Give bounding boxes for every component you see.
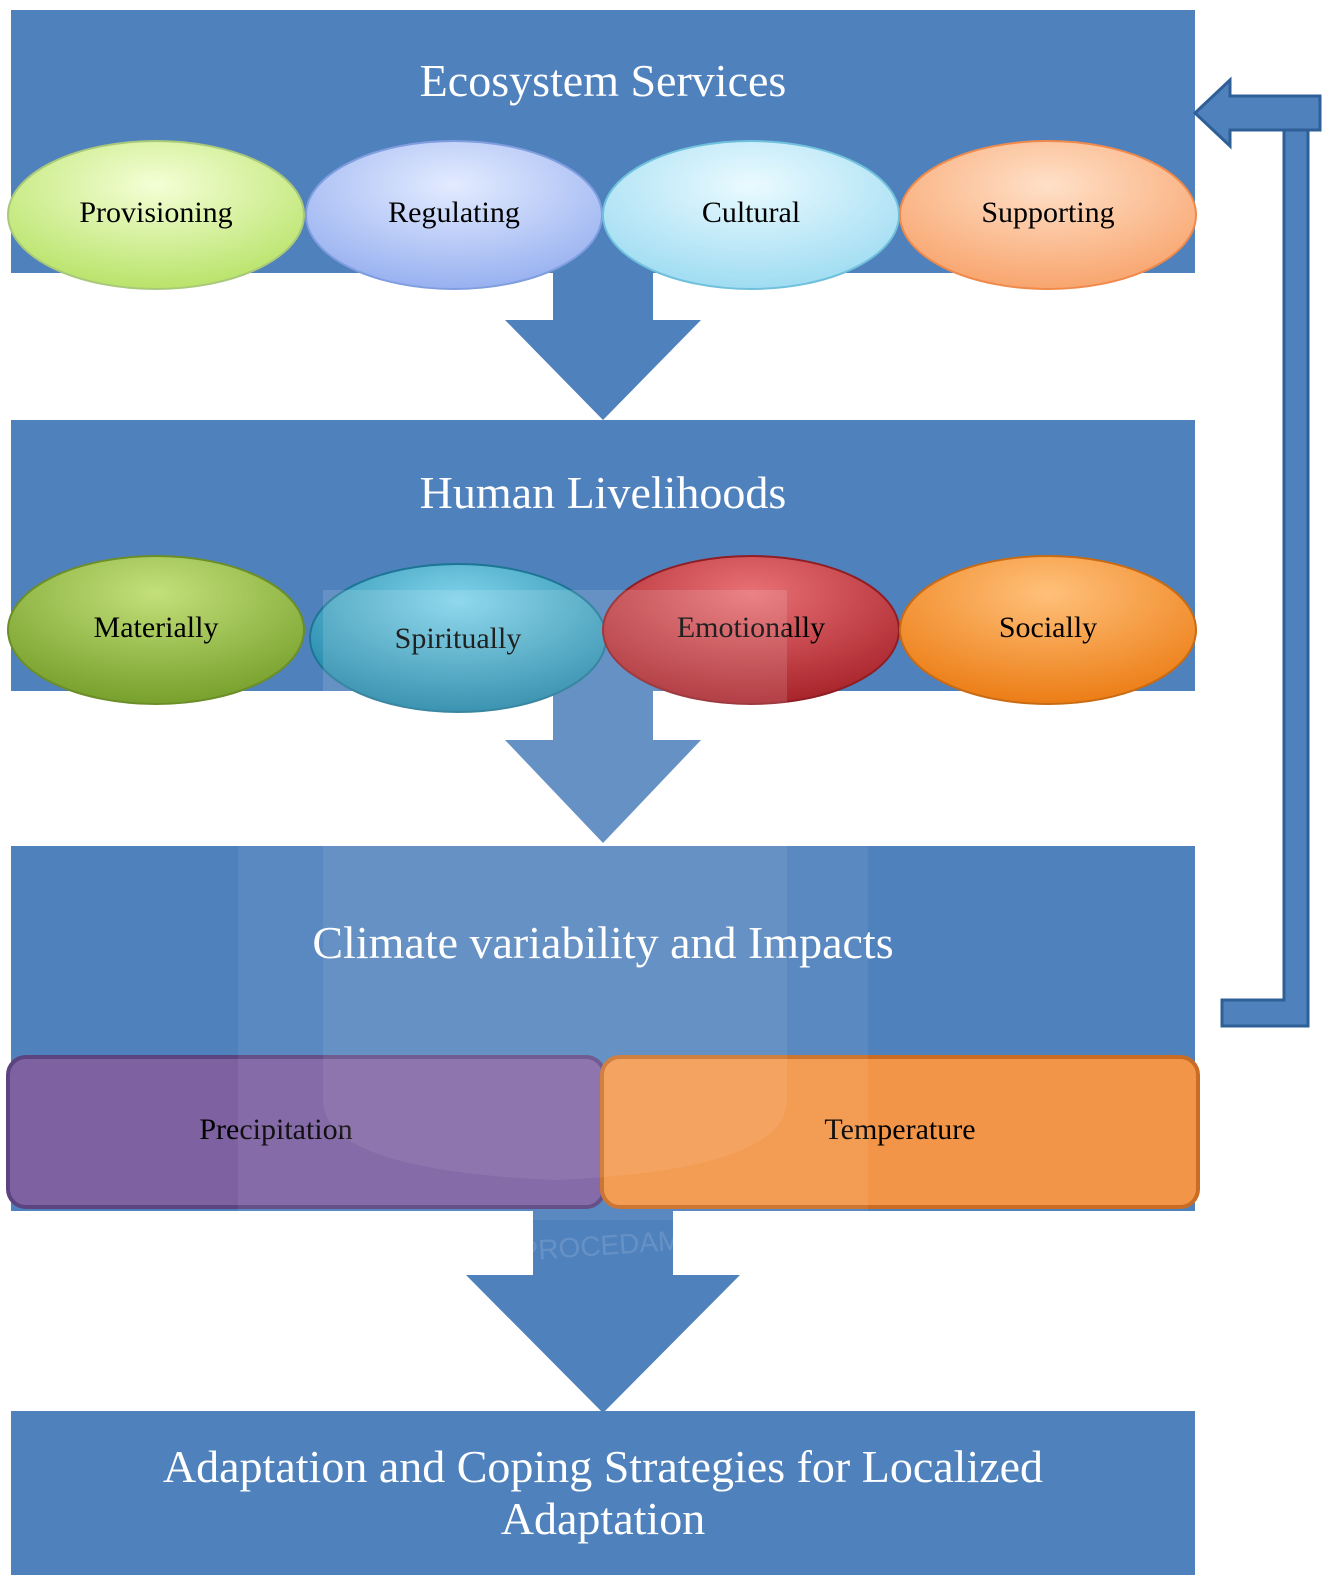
precipitation-node: Precipitation [6, 1055, 606, 1209]
cultural-node: Cultural [602, 140, 900, 290]
materially-label: Materially [94, 611, 219, 644]
adaptation-band [11, 1411, 1195, 1575]
down-arrow-1 [505, 273, 701, 420]
materially-node: Materially [7, 555, 305, 705]
climate-title: Climate variability and Impacts [312, 917, 893, 968]
feedback-arrow [1192, 76, 1322, 1028]
adaptation-title-line1: Adaptation and Coping Strategies for Loc… [163, 1441, 1043, 1492]
adaptation-title-line2: Adaptation [501, 1493, 705, 1544]
supporting-label: Supporting [981, 196, 1114, 229]
temperature-node: Temperature [600, 1055, 1200, 1209]
socially-node: Socially [899, 555, 1197, 705]
spiritually-label: Spiritually [395, 622, 522, 655]
regulating-label: Regulating [388, 196, 520, 229]
spiritually-node: Spiritually [309, 563, 607, 713]
cultural-label: Cultural [702, 196, 800, 229]
down-arrow-2 [505, 691, 701, 843]
precipitation-label: Precipitation [199, 1113, 352, 1146]
socially-label: Socially [999, 611, 1097, 644]
provisioning-label: Provisioning [79, 196, 232, 229]
temperature-label: Temperature [824, 1113, 975, 1146]
provisioning-node: Provisioning [7, 140, 305, 290]
down-arrow-3 [466, 1211, 740, 1413]
emotionally-label: Emotionally [677, 611, 825, 644]
university-crest-watermark: INTEGRI PROCEDAMUS [238, 590, 868, 1275]
ecosystem-services-title: Ecosystem Services [420, 55, 787, 106]
regulating-node: Regulating [305, 140, 603, 290]
human-livelihoods-title: Human Livelihoods [420, 467, 787, 518]
supporting-node: Supporting [899, 140, 1197, 290]
